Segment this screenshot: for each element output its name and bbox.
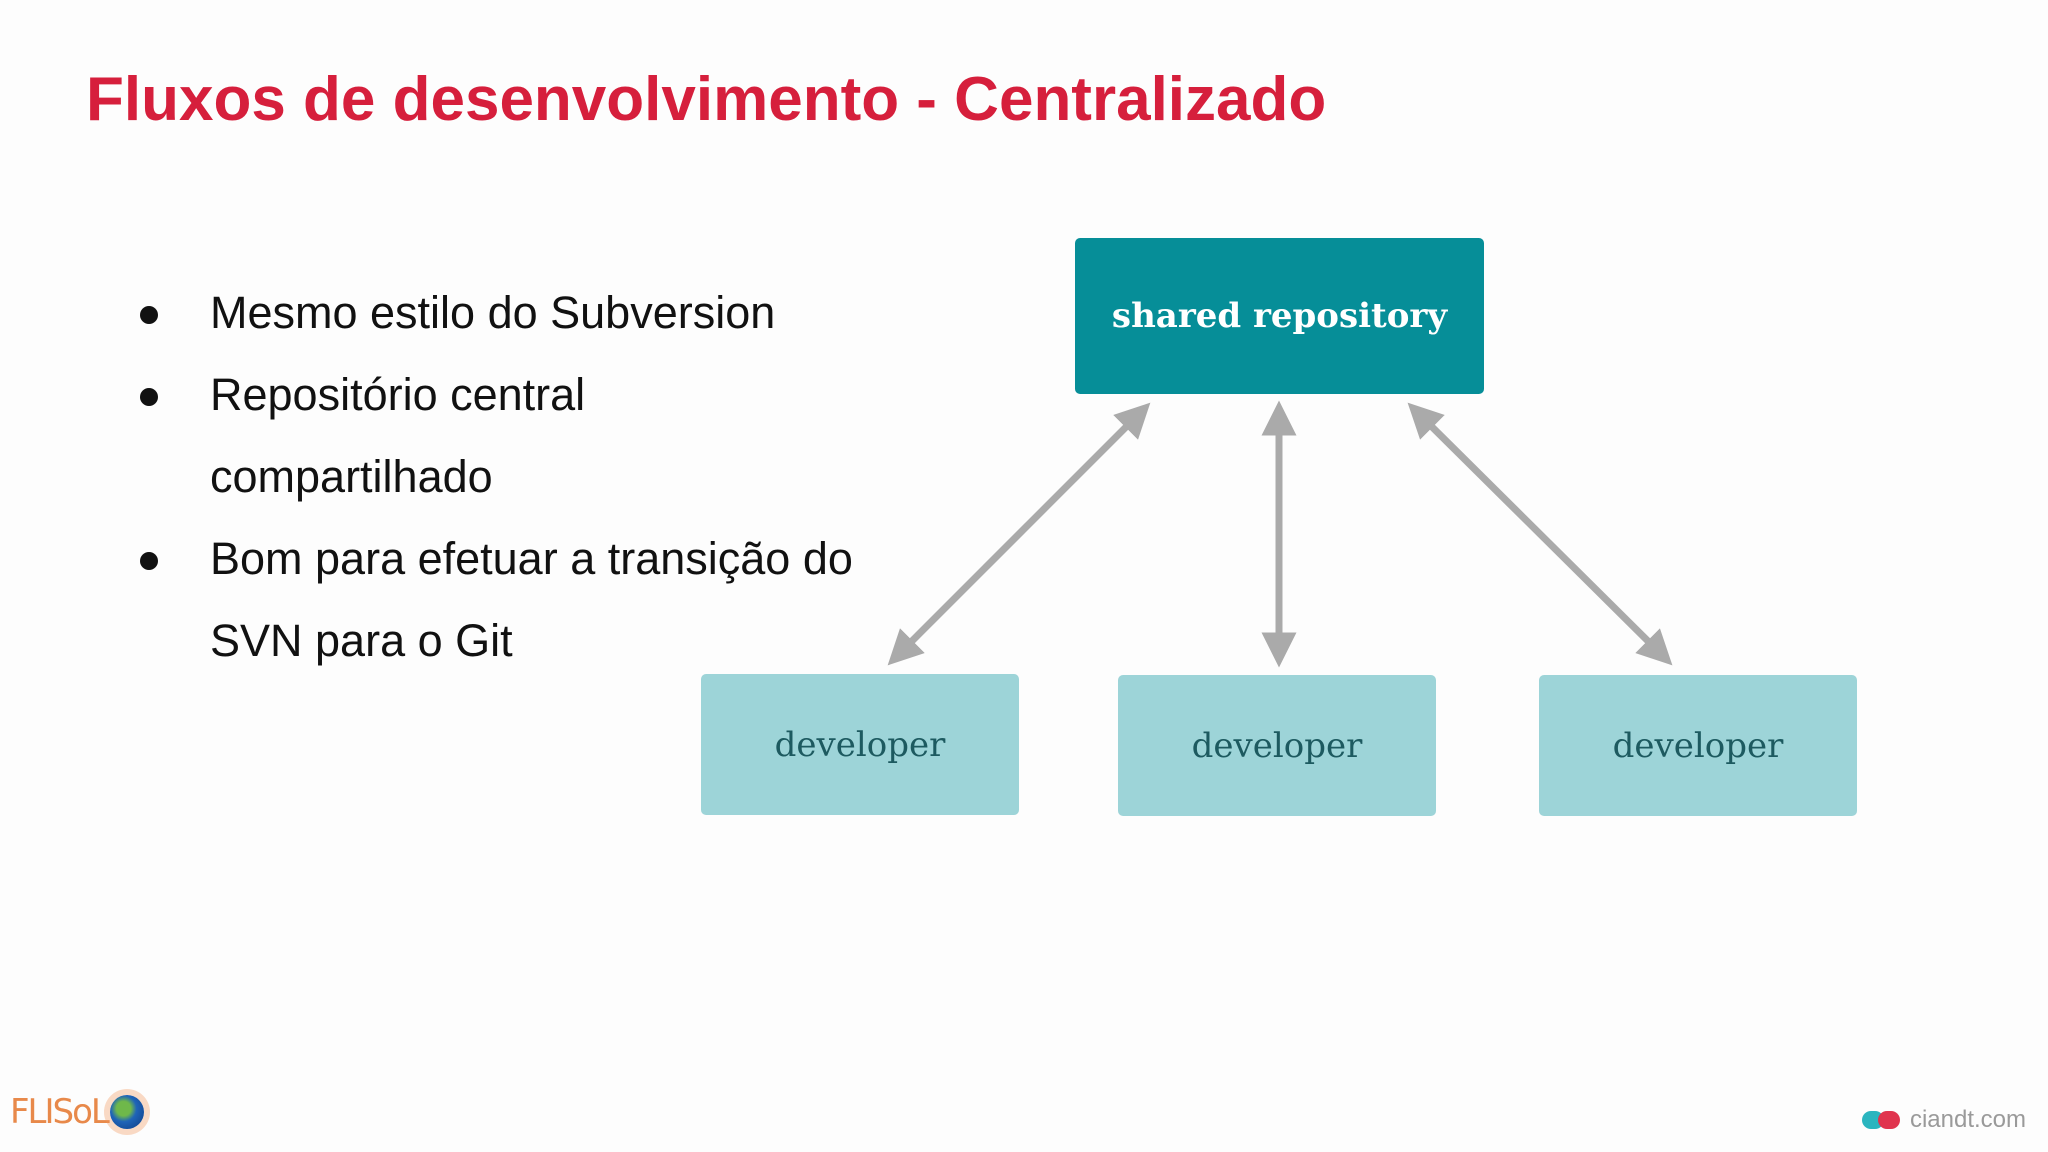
bullet-item: Bom para efetuar a transição do SVN para … — [140, 518, 970, 682]
developer-box: developer — [701, 674, 1019, 815]
bullet-text: Repositório central — [210, 369, 586, 420]
flisol-logo-text: FLISoL — [10, 1092, 110, 1132]
arrow-right — [1407, 402, 1673, 666]
slide-title: Fluxos de desenvolvimento - Centralizado — [86, 65, 1327, 134]
bullet-item: Mesmo estilo do Subversion — [140, 272, 970, 354]
ciandt-mark-icon — [1861, 1109, 1902, 1131]
bullet-text-continued: compartilhado — [210, 451, 493, 502]
bullet-text: Bom para efetuar a transição do — [210, 533, 853, 584]
bullet-list: Mesmo estilo do Subversion Repositório c… — [140, 272, 970, 682]
bullet-text-continued: SVN para o Git — [210, 615, 513, 666]
developer-box: developer — [1539, 675, 1857, 816]
bullet-text: Mesmo estilo do Subversion — [210, 287, 776, 338]
bullet-dot-icon — [140, 306, 158, 324]
globe-icon — [109, 1095, 144, 1129]
arrow-left — [887, 402, 1151, 666]
ciandt-logo-text: ciandt.com — [1909, 1106, 2026, 1133]
developer-box: developer — [1118, 675, 1436, 816]
bullet-item: Repositório central compartilhado — [140, 354, 970, 518]
flisol-logo: FLISoL — [10, 1092, 144, 1132]
shared-repository-box: shared repository — [1075, 238, 1484, 394]
ciandt-logo: ciandt.com — [1861, 1106, 2026, 1134]
bullet-dot-icon — [140, 388, 158, 406]
bullet-dot-icon — [140, 552, 158, 570]
